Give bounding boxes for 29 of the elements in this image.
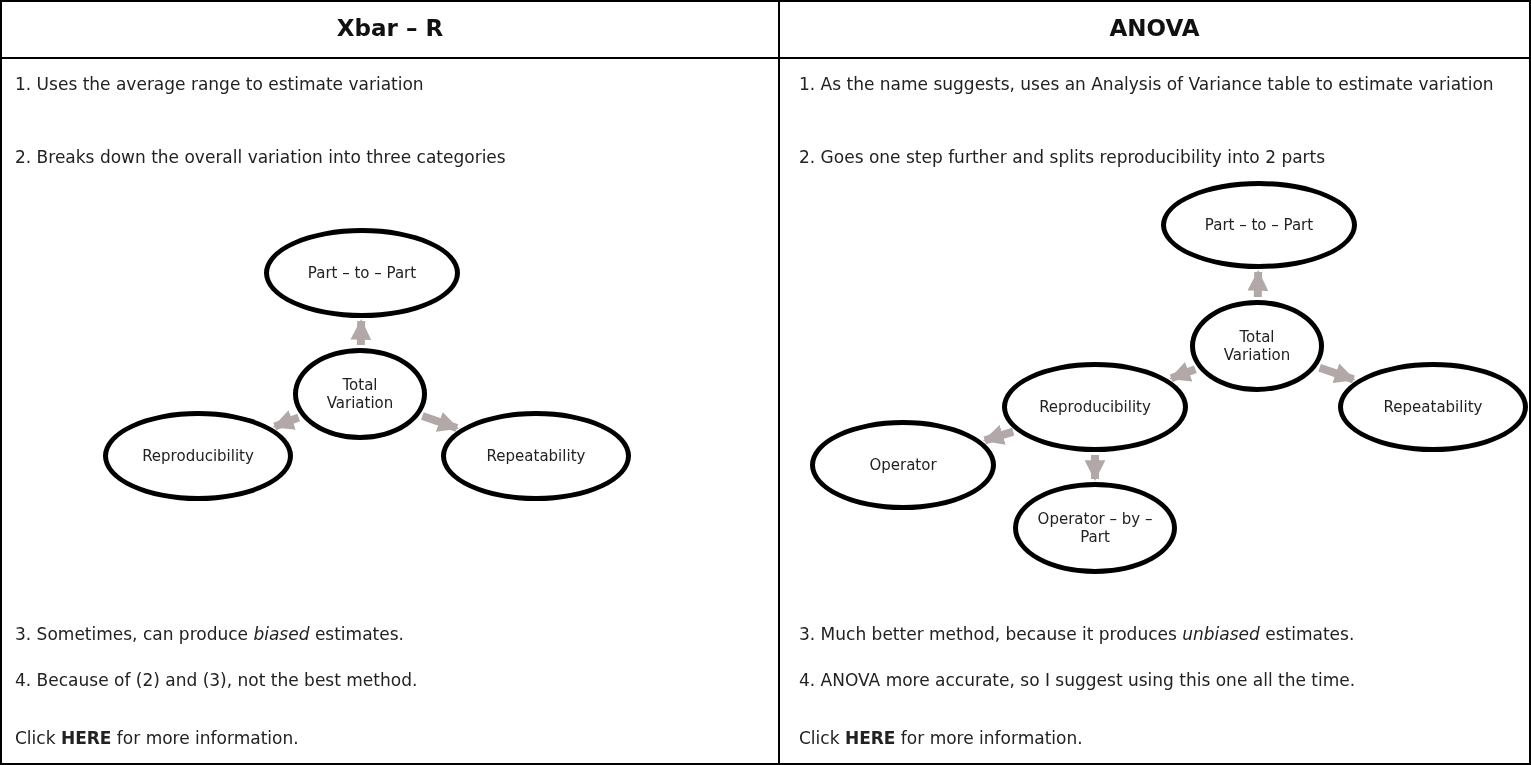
note-text: 2. Breaks down the overall variation into three categories (15, 146, 507, 169)
arrow (272, 410, 301, 431)
note-text: 4. Because of (2) and (3), not the best method. (15, 669, 419, 692)
note-text: Click HERE for more information. (15, 727, 300, 750)
arrow (1247, 269, 1269, 298)
note-text: 4. ANOVA more accurate, so I suggest using this one all the time. (799, 669, 1357, 692)
column-header: ANOVA (1108, 16, 1201, 40)
note-text: 2. Goes one step further and splits reproducibility into 2 parts (799, 146, 1327, 169)
node-label: Part – to – Part (1204, 216, 1314, 234)
node-label: Total Variation (325, 376, 395, 412)
node-label: Total Variation (1222, 328, 1292, 364)
note-text: 3. Sometimes, can produce biased estimates. (15, 623, 405, 646)
node-label: Operator (869, 456, 937, 474)
note-text: 1. As the name suggests, uses an Analysis of Variance table to estimate variation (799, 73, 1495, 96)
note-text: 3. Much better method, because it produces unbiased estimates. (799, 623, 1356, 646)
arrow (1084, 455, 1106, 482)
arrow (421, 412, 459, 432)
arrow (1169, 362, 1197, 383)
arrow (350, 318, 372, 346)
node-label: Reproducibility (1039, 398, 1151, 416)
node-label: Reproducibility (142, 447, 254, 465)
note-text: 1. Uses the average range to estimate variation (15, 73, 425, 96)
node-label: Part – to – Part (307, 264, 417, 282)
column-header: Xbar – R (335, 16, 445, 40)
arrow (1318, 363, 1356, 384)
note-text: Click HERE for more information. (799, 727, 1084, 750)
node-label: Repeatability (1383, 398, 1483, 416)
node-label: Repeatability (486, 447, 586, 465)
node-label: Operator – by – Part (1036, 510, 1154, 546)
